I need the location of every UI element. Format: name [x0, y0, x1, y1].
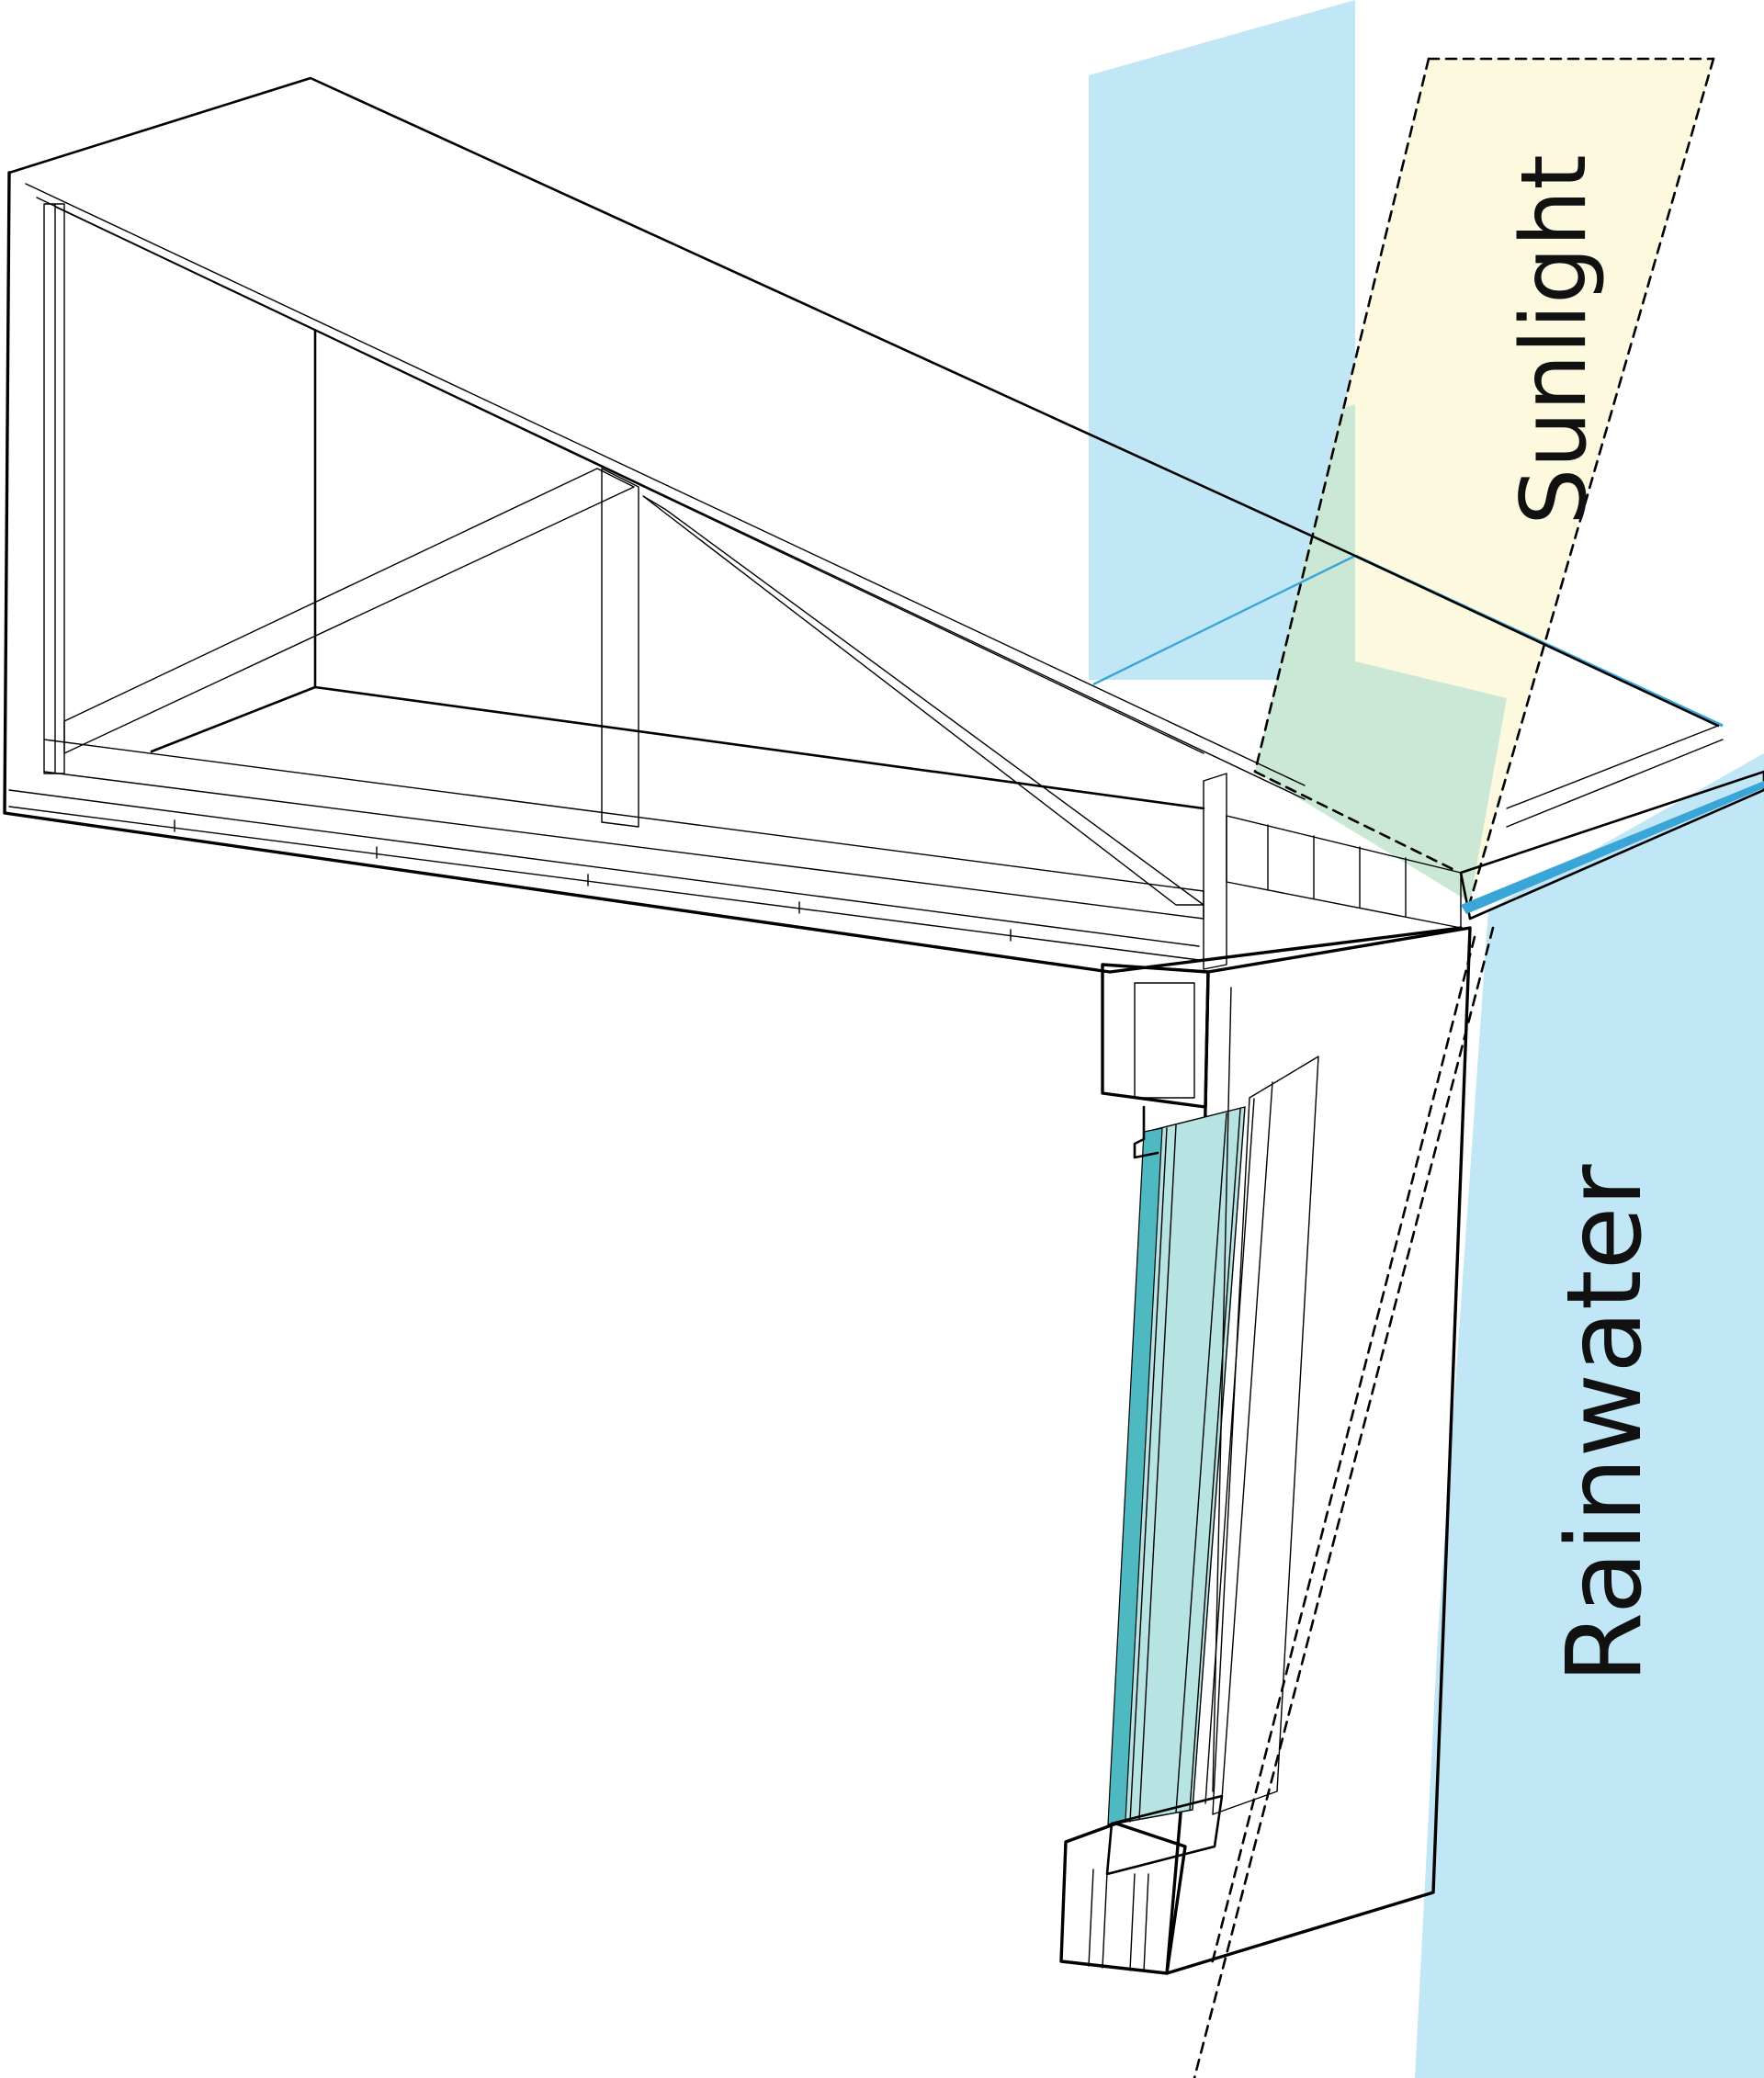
truss-bottom-chord-inner-2 — [8, 806, 1200, 961]
truss-back-floor — [150, 685, 317, 753]
sunlight-label: Sunlight — [1502, 154, 1607, 525]
rainwater-plane-edge — [1092, 554, 1356, 686]
sun-rain-overlap-upper — [1309, 404, 1355, 559]
roof-fascia-edge — [1506, 725, 1719, 809]
roof-left-end — [3, 171, 1463, 974]
roof-top-edge — [7, 76, 1720, 728]
window-surround — [1212, 1056, 1319, 1815]
window-sill — [1105, 1794, 1224, 1876]
truss-web-diagonal-left — [63, 468, 635, 754]
truss-bottom-chord-inner — [8, 789, 1200, 947]
truss-web-vertical — [601, 468, 639, 828]
fascia-board — [1203, 773, 1227, 970]
roof-fascia-edge-2 — [1506, 739, 1724, 828]
wall-face-inner — [1212, 987, 1232, 1792]
wall-header-block — [1101, 963, 1210, 1109]
rainwater-plane-upper — [1089, 0, 1355, 680]
truss-left-post — [43, 203, 65, 774]
rafter-inner-3 — [54, 206, 1204, 754]
rainwater-plane-lower-strip — [1415, 758, 1764, 2078]
window-head — [1133, 1105, 1159, 1159]
wall-header-inner — [1134, 982, 1195, 1099]
rafter-tail-lines — [1267, 824, 1407, 918]
rainwater-label: Rainwater — [1545, 1163, 1665, 1683]
sun-rain-overlap — [1255, 540, 1507, 902]
rafter-inner-2 — [36, 197, 1306, 800]
wall-base-lines — [1088, 1869, 1149, 1972]
sunlight-edge-right — [1468, 57, 1715, 904]
sunlight-edge-left — [1253, 57, 1430, 774]
sun-shadow-line-1 — [1209, 935, 1476, 1970]
truss-back-floor-2 — [313, 685, 1205, 810]
wall-base-block — [1059, 1822, 1187, 1975]
sun-shadow-line-2 — [1193, 926, 1495, 2078]
rafter-inner-1 — [25, 183, 1306, 786]
window-frame-lines — [1129, 1081, 1273, 1823]
truss-bottom-chord — [43, 739, 1204, 920]
soffit-ticks — [174, 819, 1012, 942]
sunlight-edge-bottom — [1253, 770, 1458, 873]
gutter-accent — [1461, 781, 1764, 914]
